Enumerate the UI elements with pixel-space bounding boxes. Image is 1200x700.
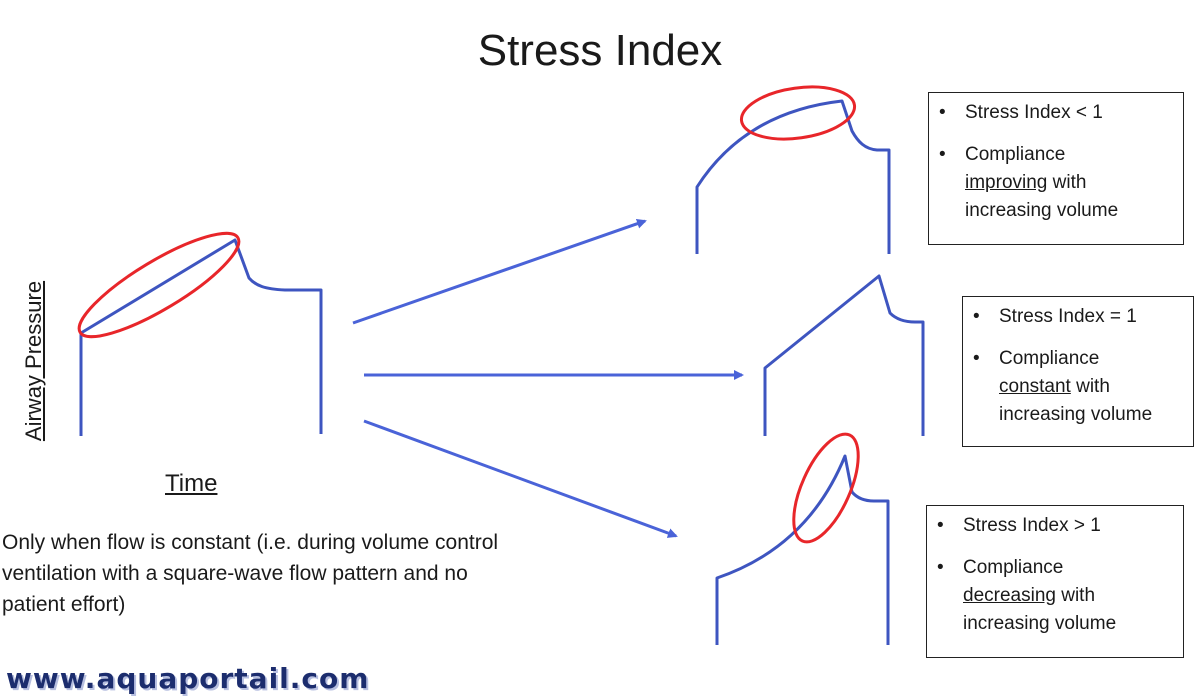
compliance-keyword: decreasing: [963, 585, 1056, 606]
compliance-keyword: constant: [999, 376, 1071, 397]
middle-waveform: [763, 274, 925, 436]
bottom-waveform: [715, 454, 890, 645]
arrow-to-bottom: [363, 419, 678, 538]
arrow-to-top: [352, 218, 647, 325]
page-title: Stress Index: [477, 26, 723, 75]
info-box-stress-index-greater-than-1: Stress Index > 1 Compliance decreasing w…: [926, 505, 1184, 658]
info-box-stress-index-less-than-1: Stress Index < 1 Compliance improving wi…: [928, 92, 1184, 245]
left-waveform: [79, 238, 323, 436]
y-axis-label: Airway Pressure: [21, 280, 46, 442]
stress-index-value: Stress Index = 1: [973, 303, 1183, 331]
compliance-prefix: Compliance: [999, 348, 1100, 369]
watermark-text: www.aquaportail.com: [6, 662, 370, 695]
compliance-description: Compliance constant with increasing volu…: [973, 345, 1183, 429]
stress-index-value: Stress Index < 1: [939, 99, 1173, 127]
top-waveform: [695, 99, 891, 254]
compliance-description: Compliance improving with increasing vol…: [939, 141, 1173, 225]
x-axis-label: Time: [165, 470, 218, 497]
top-highlight-ellipse: [739, 85, 857, 141]
compliance-prefix: Compliance: [963, 557, 1064, 578]
compliance-description: Compliance decreasing with increasing vo…: [937, 554, 1173, 638]
compliance-suffix: with increasing volume: [965, 172, 1119, 221]
compliance-suffix: with increasing volume: [999, 376, 1153, 425]
flow-condition-note: Only when flow is constant (i.e. during …: [2, 531, 499, 616]
bottom-highlight-ellipse: [792, 432, 860, 544]
compliance-keyword: improving: [965, 172, 1048, 193]
compliance-suffix: with increasing volume: [963, 585, 1117, 634]
stress-index-value: Stress Index > 1: [937, 512, 1173, 540]
compliance-prefix: Compliance: [965, 144, 1066, 165]
left-highlight-ellipse: [77, 231, 241, 339]
info-box-stress-index-equal-1: Stress Index = 1 Compliance constant wit…: [962, 296, 1194, 447]
